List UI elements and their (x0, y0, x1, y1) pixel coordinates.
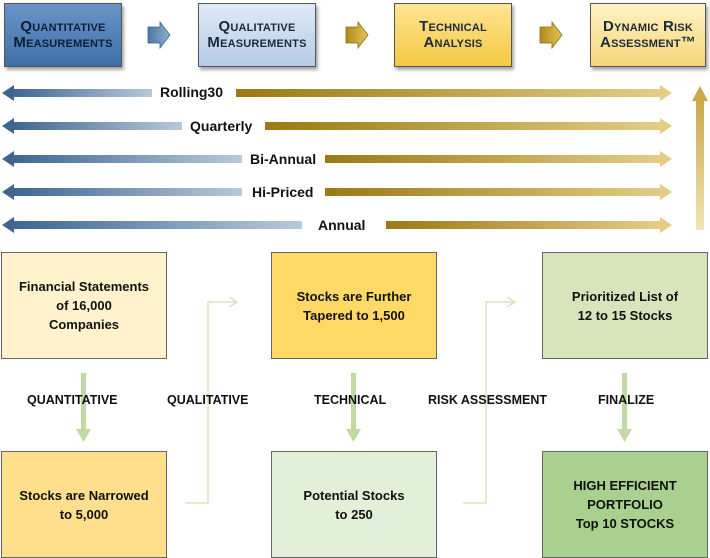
box-line: Tapered to 1,500 (303, 307, 405, 323)
period-label-bi-annual: Bi-Annual (250, 151, 317, 167)
box-line: of 16,000 (56, 298, 112, 313)
step-label-quantitative: QUANTITATIVE (27, 393, 118, 407)
period-row-rolling30-arrows (2, 85, 672, 101)
header-quantitative-measurements: Quantitative Measurements (4, 3, 122, 67)
box-line: Stocks are Further (296, 288, 412, 304)
header-step-line1: Qualitative (218, 18, 296, 35)
step-label-technical: TECHNICAL (314, 393, 387, 407)
box-line: Stocks are Narrowed (19, 487, 149, 503)
header-step-line2: Analysis (423, 34, 483, 51)
elbow-arrow-qualitative (185, 296, 239, 504)
down-arrow-finalize (617, 373, 632, 442)
step-label-risk-assessment: RISK ASSESSMENT (428, 393, 548, 407)
box-line: Companies (48, 317, 120, 332)
box-line: 12 to 15 Stocks (577, 307, 673, 323)
header-step-line2: Measurements (207, 34, 307, 51)
box-potential-stocks: Potential Stocks to 250 (271, 451, 437, 558)
feedback-up-arrow (692, 86, 708, 230)
header-step-line1: Technical (419, 18, 487, 35)
box-line: Potential Stocks (303, 487, 405, 503)
header-qualitative-measurements: Qualitative Measurements (198, 3, 316, 67)
box-line: to 5,000 (59, 506, 109, 522)
period-row-quarterly-arrows (2, 118, 672, 134)
header-step-line1: Dynamic Risk (603, 18, 693, 35)
step-label-finalize: FINALIZE (598, 393, 655, 407)
chevron-arrow-2 (345, 20, 369, 50)
box-financial-statements: Financial Statements of 16,000 Companies (1, 252, 167, 359)
step-label-qualitative: QUALITATIVE (167, 393, 249, 407)
header-step-line2: Measurements (13, 34, 113, 51)
period-row-annual-arrows (2, 217, 672, 233)
down-arrow-technical (346, 373, 361, 442)
chevron-arrow-3 (539, 20, 563, 50)
period-label-annual: Annual (318, 217, 366, 233)
box-line: Financial Statements (18, 279, 150, 294)
header-step-line2: Assessment™ (600, 34, 696, 51)
box-line: Prioritized List of (571, 288, 679, 304)
box-line: to 250 (335, 506, 373, 522)
box-stocks-tapered: Stocks are Further Tapered to 1,500 (271, 252, 437, 359)
header-technical-analysis: Technical Analysis (394, 3, 512, 67)
period-label-quarterly: Quarterly (190, 118, 253, 134)
box-line: PORTFOLIO (587, 497, 663, 512)
box-stocks-narrowed: Stocks are Narrowed to 5,000 (1, 451, 167, 558)
box-prioritized-list: Prioritized List of 12 to 15 Stocks (542, 252, 708, 359)
period-row-hi-priced-arrows (2, 184, 672, 200)
chevron-arrow-1 (147, 20, 171, 50)
period-label-rolling30: Rolling30 (160, 84, 224, 100)
header-step-line1: Quantitative (20, 18, 106, 35)
period-row-bi-annual-arrows (2, 151, 672, 167)
box-line: Top 10 STOCKS (575, 516, 675, 531)
box-line: HIGH EFFICIENT (573, 478, 677, 493)
elbow-arrow-risk-assessment (463, 296, 517, 504)
header-dynamic-risk-assessment: Dynamic Risk Assessment™ (590, 3, 706, 67)
down-arrow-quantitative (76, 373, 91, 442)
period-label-hi-priced: Hi-Priced (252, 184, 314, 200)
box-high-efficient-portfolio: HIGH EFFICIENT PORTFOLIO Top 10 STOCKS (542, 451, 708, 558)
